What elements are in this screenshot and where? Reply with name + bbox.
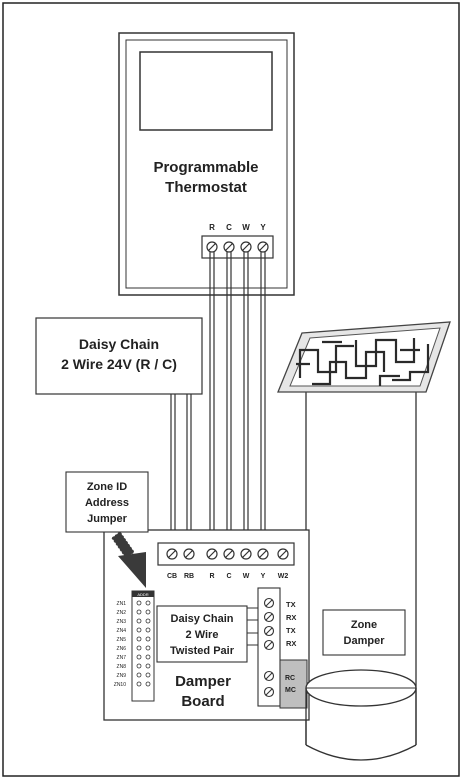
duct-bottom-curve xyxy=(305,744,417,761)
daisy-chain-power-label-box: Daisy Chain 2 Wire 24V (R / C) xyxy=(35,317,203,395)
comm-terminal-labels: TX RX TX RX xyxy=(286,600,296,648)
terminal-label-w2: W2 xyxy=(278,573,289,580)
damper-board-terminal-screws xyxy=(166,548,289,560)
jumper-header-label: ADDR xyxy=(137,592,148,597)
terminal-label-rb: RB xyxy=(184,573,194,580)
zone-id-line3: Jumper xyxy=(87,513,127,525)
zone-damper-line1: Zone xyxy=(351,619,377,631)
comm-terminal-screws xyxy=(263,597,275,698)
zone-damper-box xyxy=(322,609,406,656)
zone-label: ZN7 xyxy=(117,655,127,661)
twisted-pair-line3: Twisted Pair xyxy=(170,645,235,657)
thermostat-terminal-label-w: W xyxy=(242,223,250,232)
comm-label-tx2: TX xyxy=(286,626,296,635)
thermostat-title-line2: Thermostat xyxy=(165,179,247,196)
damper-board-title-line1: Damper xyxy=(175,673,231,690)
terminal-label-w: W xyxy=(243,573,250,580)
comm-label-rx2: RX xyxy=(286,639,296,648)
thermostat-terminal-label-y: Y xyxy=(260,223,266,232)
thermostat: Programmable Thermostat R C W Y xyxy=(118,32,295,296)
zone-id-line1: Zone ID xyxy=(87,481,127,493)
thermostat-terminal-label-r: R xyxy=(209,223,215,232)
terminal-label-c: C xyxy=(226,573,231,580)
zone-label: ZN4 xyxy=(117,628,127,634)
zone-label: ZN9 xyxy=(117,673,127,679)
daisy-chain-power-wires xyxy=(170,394,192,548)
zone-label: ZN2 xyxy=(117,610,127,616)
thermostat-terminal-label-c: C xyxy=(226,223,232,232)
zone-label: ZN10 xyxy=(114,682,126,688)
zone-label: ZN5 xyxy=(117,637,127,643)
zone-id-line2: Address xyxy=(85,497,129,509)
zone-id-jumper-block: ADDR ZN1 ZN2 ZN3 ZN4 ZN5 ZN6 ZN7 xyxy=(114,590,155,702)
zone-damper-label-box: Zone Damper xyxy=(322,609,406,656)
zone-id-jumper-callout: Zone ID Address Jumper xyxy=(65,471,149,588)
rc-label: RC xyxy=(285,675,295,682)
thermostat-title-line1: Programmable xyxy=(153,159,258,176)
jumper-header-cap xyxy=(132,591,154,597)
rc-mc-block xyxy=(279,659,308,709)
damper-board-title-line2: Board xyxy=(181,693,224,710)
jumper-pins xyxy=(136,600,151,687)
mc-label: MC xyxy=(285,687,296,694)
comm-label-rx1: RX xyxy=(286,613,296,622)
jumper-header xyxy=(131,590,155,702)
zone-damper-blade xyxy=(305,669,417,707)
zone-damper-line2: Damper xyxy=(344,635,386,647)
zone-id-jumper-box xyxy=(65,471,149,533)
damper-board-terminal-labels: CB RB R C W Y W2 xyxy=(167,573,288,580)
thermostat-display xyxy=(139,51,273,131)
zone-labels: ZN1 ZN2 ZN3 ZN4 ZN5 ZN6 ZN7 ZN8 ZN9 ZN10 xyxy=(114,601,126,688)
twisted-pair-box xyxy=(156,605,248,663)
terminal-label-y: Y xyxy=(261,573,266,580)
daisy-chain-power-box xyxy=(35,317,203,395)
daisy-chain-power-line2: 2 Wire 24V (R / C) xyxy=(61,356,177,372)
thermostat-wires xyxy=(209,252,266,548)
thermostat-terminal-strip xyxy=(201,235,274,259)
zone-label: ZN8 xyxy=(117,664,127,670)
thermostat-terminal-screws xyxy=(206,241,269,253)
zone-label: ZN6 xyxy=(117,646,127,652)
twisted-pair-line2: 2 Wire xyxy=(186,629,219,641)
register-grille-icon xyxy=(277,321,451,393)
daisy-chain-power-line1: Daisy Chain xyxy=(79,336,159,352)
pointer-arrow-icon xyxy=(111,531,146,588)
terminal-label-r: R xyxy=(209,573,214,580)
damper-board: CB RB R C W Y W2 ADDR xyxy=(103,529,310,721)
zone-label: ZN3 xyxy=(117,619,127,625)
twisted-pair-line1: Daisy Chain xyxy=(171,613,234,625)
comm-label-tx1: TX xyxy=(286,600,296,609)
terminal-label-cb: CB xyxy=(167,573,177,580)
zone-label: ZN1 xyxy=(117,601,127,607)
